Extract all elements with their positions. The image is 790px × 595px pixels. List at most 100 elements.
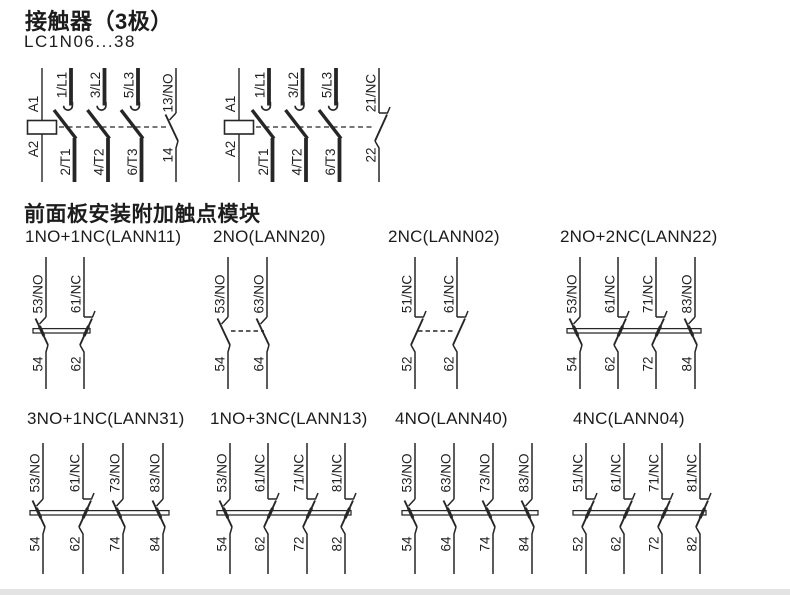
terminal-label: 84 — [517, 536, 532, 552]
terminal-label: 61/NC — [442, 275, 457, 314]
terminal-label: 84 — [680, 356, 695, 372]
terminal-label: 61/NC — [603, 275, 618, 314]
nc-contact: 71/NC 72 — [647, 443, 674, 574]
terminal-label: 54 — [28, 536, 43, 552]
terminal-label: 72 — [292, 536, 307, 551]
aux-module-title: 1NO+1NC(LANN11) — [25, 227, 182, 246]
nc-contact: 51/NC 52 — [400, 257, 427, 389]
terminal-label: 83/NO — [148, 453, 163, 492]
aux-module-title: 4NC(LANN04) — [573, 409, 685, 428]
terminal-label: A1 — [26, 96, 41, 113]
terminal-label: 73/NO — [108, 453, 123, 492]
terminal-label: 62 — [68, 536, 83, 551]
linkage-bar — [32, 327, 91, 334]
terminal-label: 73/NO — [478, 453, 493, 492]
terminal-label: 61/NC — [609, 454, 624, 493]
terminal-label: 14 — [161, 147, 176, 163]
main-pole-contact: 3/L2 4/T2 — [86, 68, 111, 182]
no-contact: 13/NO 14 — [161, 68, 179, 182]
terminal-label: 62 — [69, 356, 84, 371]
main-pole-contact: 5/L36/T3 — [119, 68, 145, 182]
terminal-label: 63/NO — [439, 453, 454, 492]
terminal-label: 53/NO — [213, 274, 228, 313]
coil-box — [223, 119, 255, 135]
terminal-label: 61/NC — [68, 454, 83, 493]
nc-contact: 51/NC 52 — [571, 443, 598, 574]
aux-section-title: 前面板安装附加触点模块 — [24, 203, 261, 226]
terminal-label: 13/NO — [161, 73, 176, 112]
nc-contact: 61/NC 62 — [68, 443, 95, 574]
terminal-label: 71/NC — [647, 454, 662, 493]
page-edge-strip — [0, 589, 790, 595]
terminal-label: 53/NO — [565, 274, 580, 313]
aux-module-title: 4NO(LANN40) — [395, 409, 508, 428]
terminal-label: 54 — [31, 356, 46, 372]
aux-module-title: 3NO+1NC(LANN31) — [27, 409, 185, 428]
terminal-label: 3/L2 — [88, 72, 103, 98]
aux-module-title: 2NO(LANN20) — [213, 227, 326, 246]
terminal-label: 72 — [647, 536, 662, 551]
terminal-label: 21/NC — [364, 74, 379, 113]
no-contact: 53/NO 54 — [28, 443, 46, 574]
nc-contact: 61/NC 62 — [442, 257, 469, 389]
no-contact: 83/NO 84 — [680, 257, 698, 389]
terminal-label: 54 — [400, 536, 415, 552]
main-pole-contact: 3/L24/T2 — [284, 68, 309, 182]
terminal-label: 22 — [364, 147, 379, 162]
terminal-label: 51/NC — [400, 275, 415, 314]
coil-box — [26, 119, 58, 135]
terminal-label: 61/NC — [69, 275, 84, 314]
terminal-label: A1 — [223, 96, 238, 113]
terminal-label: 71/NC — [292, 454, 307, 493]
terminal-label: 1/L1 — [55, 72, 70, 98]
terminal-label: 62 — [442, 356, 457, 371]
terminal-label: A2 — [223, 141, 238, 158]
terminal-label: 81/NC — [330, 454, 345, 493]
aux-module-title: 2NO+2NC(LANN22) — [560, 227, 718, 246]
terminal-label: 52 — [571, 536, 586, 551]
terminal-label: 53/NO — [215, 453, 230, 492]
terminal-label: 83/NO — [680, 274, 695, 313]
terminal-label: 53/NO — [28, 453, 43, 492]
terminal-label: 4/T2 — [92, 148, 107, 175]
terminal-label: 83/NO — [517, 453, 532, 492]
terminal-label: 62 — [253, 536, 268, 551]
main-pole-contact: 5/L3 6/T3 — [317, 68, 343, 182]
model-number: LC1N06...38 — [24, 32, 136, 51]
linkage-bar — [401, 509, 539, 516]
linkage-bar — [216, 509, 352, 516]
terminal-label: 54 — [213, 356, 228, 372]
terminal-label: 61/NC — [253, 454, 268, 493]
terminal-label: 5/L3 — [122, 72, 137, 98]
nc-contact: 61/NC 62 — [253, 443, 280, 574]
nc-contact: 61/NC 62 — [603, 257, 630, 389]
main-pole-contact: 1/L12/T1 — [250, 68, 276, 182]
terminal-label: 62 — [603, 356, 618, 371]
terminal-label: 3/L2 — [286, 72, 301, 98]
terminal-label: 51/NC — [571, 454, 586, 493]
terminal-label: A2 — [26, 141, 41, 158]
nc-contact: 61/NC 62 — [609, 443, 636, 574]
terminal-label: 52 — [400, 356, 415, 371]
no-contact: 83/NO 84 — [517, 443, 535, 574]
terminal-label: 62 — [609, 536, 624, 551]
linkage-bar — [572, 509, 707, 516]
linkage-bar — [566, 327, 702, 334]
terminal-label: 6/T3 — [323, 148, 338, 175]
terminal-label: 5/L3 — [320, 72, 335, 98]
